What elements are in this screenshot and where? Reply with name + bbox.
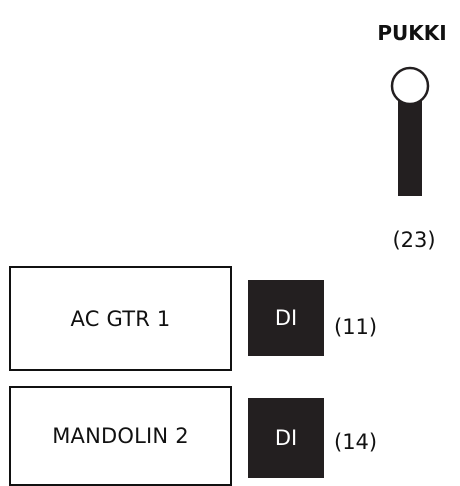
instrument-label: AC GTR 1 (70, 306, 171, 331)
di-box: DI (248, 280, 324, 356)
instrument-box-ac-gtr-1: AC GTR 1 (9, 266, 232, 371)
mic-channel-number: (23) (392, 228, 436, 252)
microphone-stand-icon (390, 66, 430, 196)
instrument-label: MANDOLIN 2 (52, 424, 189, 448)
input-channel-number: (14) (334, 430, 378, 454)
di-label: DI (274, 306, 298, 330)
input-channel-number: (11) (334, 315, 378, 339)
instrument-box-mandolin-2: MANDOLIN 2 (9, 386, 232, 486)
mic-title: PUKKI (377, 21, 447, 45)
mic-stand-pole (398, 92, 422, 196)
di-box: DI (248, 398, 324, 478)
di-label: DI (274, 426, 298, 450)
mic-head (390, 66, 430, 106)
